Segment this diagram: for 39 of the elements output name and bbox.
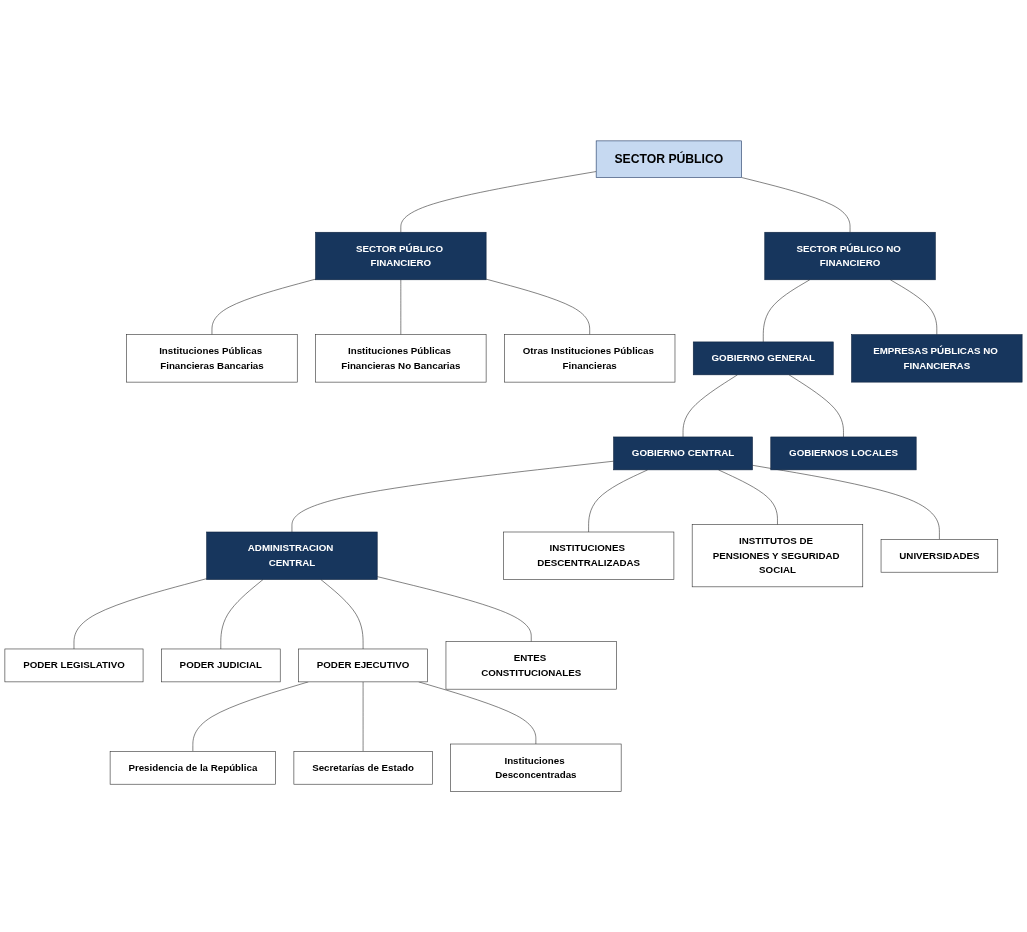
node-box: INSTITUTOS DE PENSIONES Y SEGURIDAD SOCIAL [691, 524, 864, 587]
connector [73, 578, 207, 650]
node-box: SECTOR PÚBLICO [595, 140, 742, 178]
connector [362, 681, 364, 752]
connector [762, 279, 811, 343]
node-box: PODER JUDICIAL [161, 648, 281, 682]
connector [400, 279, 402, 335]
connector [376, 576, 532, 642]
connector [752, 464, 940, 540]
node-box: SECTOR PÚBLICO NO FINANCIERO [764, 231, 936, 280]
node-box: EMPRESAS PÚBLICAS NO FINANCIERAS [851, 334, 1023, 383]
node-box: PODER EJECUTIVO [298, 648, 428, 682]
node-box: INSTITUCIONES DESCENTRALIZADAS [503, 531, 675, 580]
node-box: Instituciones Públicas Financieras Bancarias [126, 334, 298, 383]
connector [320, 579, 364, 650]
connector [400, 171, 597, 233]
connector [890, 279, 938, 335]
node-box: Presidencia de la República [109, 750, 276, 785]
node-box: PODER LEGISLATIVO [4, 648, 144, 682]
node-box: UNIVERSIDADES [880, 538, 999, 573]
node-box: GOBIERNOS LOCALES [770, 436, 917, 470]
connector [682, 374, 738, 438]
connector [485, 278, 590, 335]
node-box: ADMINISTRACION CENTRAL [206, 531, 378, 580]
connector [718, 469, 778, 525]
node-box: ENTES CONSTITUCIONALES [445, 641, 617, 690]
connector [211, 278, 316, 335]
node-box: Otras Instituciones Públicas Financieras [504, 334, 676, 383]
node-box: GOBIERNO GENERAL [692, 341, 834, 375]
node-box: Secretarías de Estado [293, 750, 433, 785]
connector [588, 469, 648, 533]
node-box: Instituciones Desconcentradas [450, 743, 622, 792]
connector [291, 460, 614, 533]
node-box: Instituciones Públicas Financieras No Bancarias [315, 334, 487, 383]
node-box: SECTOR PÚBLICO FINANCIERO [315, 231, 487, 280]
node-box: GOBIERNO CENTRAL [613, 436, 753, 470]
connector [220, 579, 264, 650]
connector [741, 176, 851, 233]
connector [788, 374, 844, 438]
